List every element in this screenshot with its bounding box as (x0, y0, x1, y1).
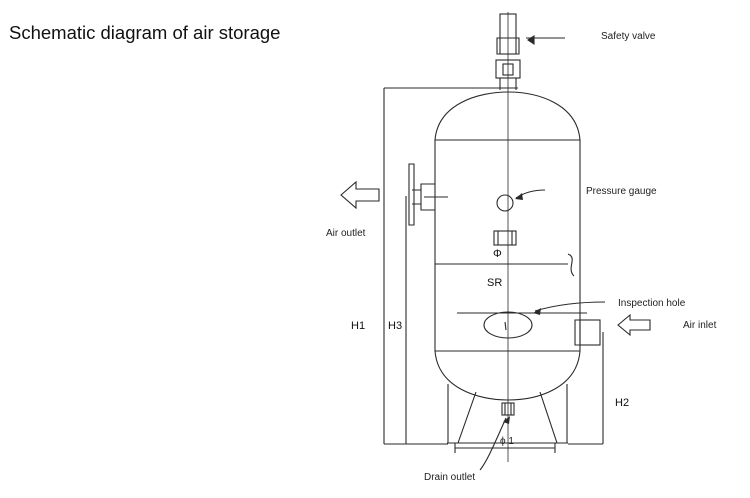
inspection-hole-leader (534, 301, 606, 312)
h2-label: H2 (615, 397, 630, 409)
safety-valve-label: Safety valve (601, 31, 656, 42)
drain-outlet-icon (501, 402, 515, 416)
inspection-hole-icon (483, 311, 533, 339)
nozzle-fitting (493, 230, 517, 246)
h3-label: H3 (388, 320, 403, 332)
drain-outlet-label: Drain outlet (424, 472, 476, 483)
tank-shell (434, 91, 581, 401)
diameter-symbol-label: Φ (493, 248, 502, 260)
inspection-hole-label: Inspection hole (618, 298, 686, 309)
air-inlet-arrow (617, 313, 651, 337)
h1-label: H1 (351, 320, 366, 332)
pressure-gauge-label: Pressure gauge (586, 186, 657, 197)
air-outlet-pipe (408, 163, 448, 226)
drain-outlet-leader (479, 417, 507, 471)
air-outlet-arrow (340, 180, 380, 210)
air-outlet-label: Air outlet (326, 228, 366, 239)
sr-label: SR (487, 277, 503, 289)
air-inlet-pipe (574, 319, 601, 346)
pressure-gauge-icon (496, 194, 514, 212)
break-line (567, 253, 575, 277)
diagram-title: Schematic diagram of air storage (9, 22, 281, 43)
air-inlet-label: Air inlet (683, 320, 717, 331)
leg-span-label: ϕ 1 (500, 436, 514, 447)
tank-legs (447, 384, 568, 444)
